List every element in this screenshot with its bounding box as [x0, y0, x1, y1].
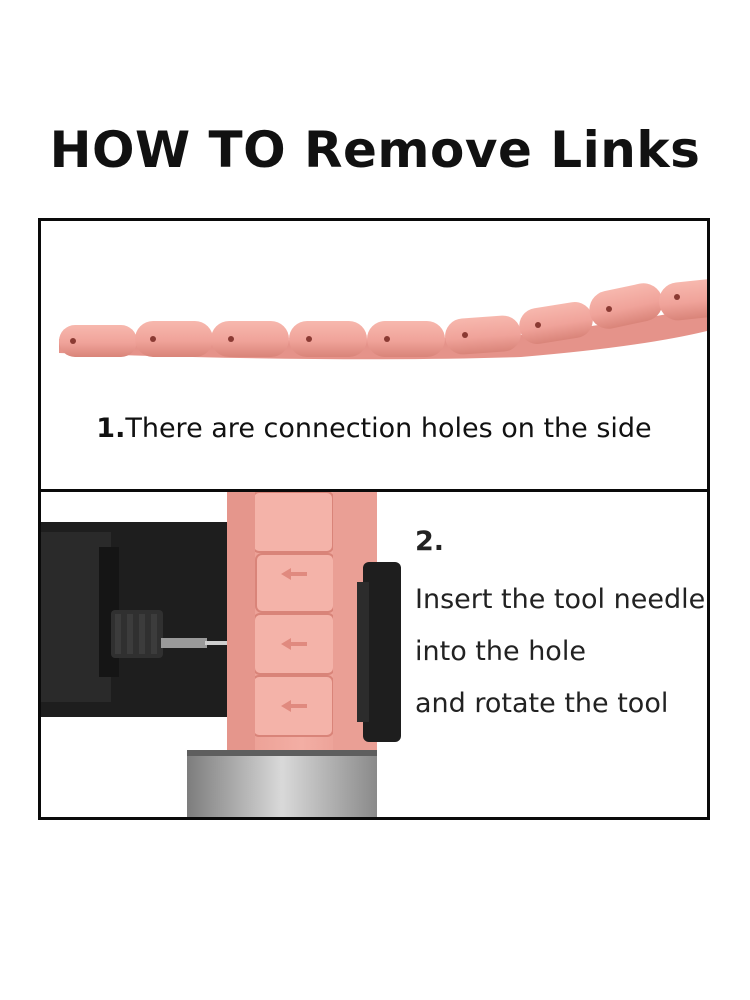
page-title: HOW TO Remove Links [49, 121, 701, 179]
arrow-left-icon [281, 700, 307, 712]
step-2-line-3: and rotate the tool [415, 688, 669, 719]
connection-hole-icon [535, 322, 541, 328]
link-4 [289, 321, 367, 357]
step-1-number: 1. [96, 413, 126, 444]
arrow-left-icon [281, 568, 307, 580]
link-8 [589, 283, 663, 329]
step-2-number: 2. [415, 526, 445, 557]
link-2 [135, 321, 213, 357]
bracelet-side-photo [59, 279, 707, 360]
link-5 [367, 321, 445, 357]
link-9 [658, 279, 707, 321]
step-2-instructions: 2. Insert the tool needle into the hole … [415, 522, 705, 730]
connection-hole-icon [150, 336, 156, 342]
connection-hole-icon [674, 294, 680, 300]
link-7 [519, 302, 593, 344]
arrow-left-icon [281, 638, 307, 650]
connection-hole-icon [70, 338, 76, 344]
link-tool-photo [41, 492, 401, 817]
step-1-caption: 1.There are connection holes on the side [41, 409, 707, 449]
connection-hole-icon [462, 332, 468, 338]
tool-needle-icon [161, 638, 231, 648]
connection-hole-icon [228, 336, 234, 342]
step-2-line-1: Insert the tool needle [415, 584, 706, 615]
tool-arm [357, 562, 401, 742]
step-1-text: There are connection holes on the side [125, 413, 652, 444]
screw-knob-icon [111, 610, 163, 658]
step-1-panel: 1.There are connection holes on the side [38, 218, 710, 492]
link-1 [59, 325, 137, 357]
link-3 [211, 321, 289, 357]
link-6 [445, 315, 521, 355]
step-2-line-2: into the hole [415, 636, 586, 667]
connection-hole-icon [384, 336, 390, 342]
step-2-panel: 2. Insert the tool needle into the hole … [38, 489, 710, 820]
bracelet-band [227, 492, 377, 777]
connection-hole-icon [306, 336, 312, 342]
connection-hole-icon [606, 306, 612, 312]
steel-clasp [187, 750, 377, 817]
